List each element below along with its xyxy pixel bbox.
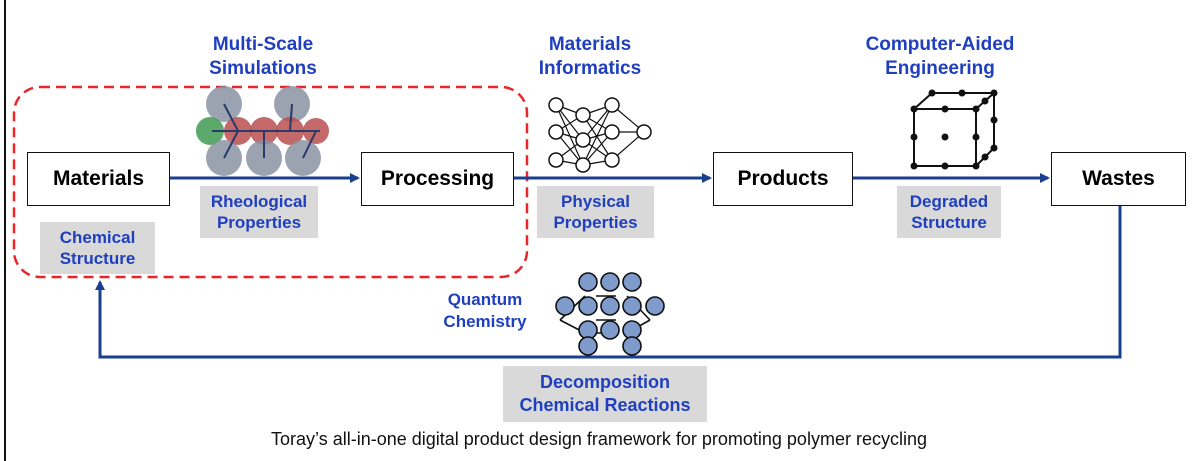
node-materials: Materials — [27, 152, 170, 206]
tag-line: Rheological — [210, 192, 308, 211]
tag-physical-properties: Physical Properties — [537, 186, 654, 238]
figure-caption: Toray’s all-in-one digital product desig… — [271, 429, 927, 449]
heading-materials-informatics: Materials Informatics — [525, 33, 655, 81]
tag-line: Chemical Reactions — [519, 395, 691, 415]
molecular-orbital-icon — [555, 272, 665, 356]
tag-degraded-structure: Degraded Structure — [897, 186, 1001, 238]
neural-network-icon — [548, 97, 652, 173]
node-processing: Processing — [361, 152, 514, 206]
node-products: Products — [713, 152, 853, 206]
tag-line: Properties — [553, 213, 638, 232]
node-wastes-label: Wastes — [1082, 167, 1155, 190]
molecular-simulation-icon — [196, 86, 329, 176]
node-materials-label: Materials — [52, 167, 145, 190]
arrow-recycle-loop — [95, 205, 1122, 359]
node-wastes: Wastes — [1051, 152, 1186, 206]
heading-line: Simulations — [209, 58, 317, 79]
left-margin-rule — [4, 0, 6, 461]
tag-line: Properties — [216, 213, 302, 232]
node-processing-label: Processing — [380, 167, 495, 190]
tag-line: Structure — [911, 213, 987, 232]
tag-line: Structure — [59, 249, 136, 268]
heading-line: Multi-Scale — [212, 34, 314, 55]
multiscale-region — [12, 85, 529, 279]
tag-line: Physical — [561, 192, 630, 211]
heading-line: Chemistry — [443, 312, 527, 331]
heading-line: Computer-Aided — [865, 34, 1015, 55]
tag-line: Degraded — [909, 192, 989, 211]
heading-multiscale-simulations: Multi-Scale Simulations — [188, 33, 338, 81]
cube-mesh-icon — [910, 89, 998, 170]
heading-line: Quantum — [447, 290, 523, 309]
tag-rheological-properties: Rheological Properties — [200, 186, 318, 238]
tag-chemical-structure: Chemical Structure — [40, 222, 155, 274]
heading-line: Materials — [548, 34, 632, 55]
heading-computer-aided-engineering: Computer-Aided Engineering — [855, 33, 1025, 81]
heading-quantum-chemistry: Quantum Chemistry — [430, 289, 540, 333]
tag-decomposition-chemical-reactions: Decomposition Chemical Reactions — [503, 366, 707, 422]
tag-line: Decomposition — [539, 372, 670, 392]
node-products-label: Products — [737, 167, 829, 190]
tag-line: Chemical — [59, 228, 136, 247]
heading-line: Engineering — [885, 58, 995, 79]
heading-line: Informatics — [538, 58, 642, 79]
